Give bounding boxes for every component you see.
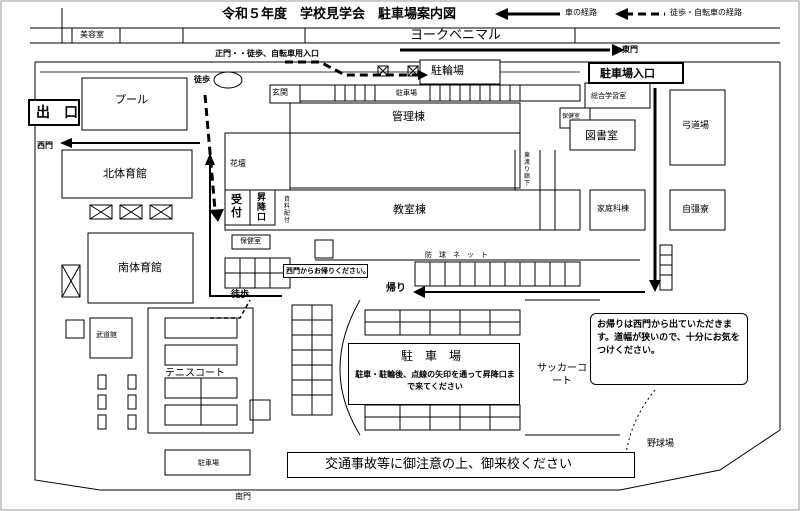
beauty-salon-label: 美容室	[80, 30, 104, 39]
health-room-label: 保健室	[562, 113, 581, 120]
pool-label: プール	[115, 93, 148, 106]
legend-arrows	[495, 8, 665, 20]
return-label: 帰り	[386, 283, 406, 294]
home-ec-label: 家庭科棟	[597, 204, 629, 213]
site-boundary	[34, 62, 781, 491]
budo-box	[89, 317, 133, 359]
pool-box	[81, 77, 188, 131]
small-parking-box	[164, 449, 251, 476]
walk-label-bottom: 徒歩	[231, 290, 250, 300]
budo-label: 武道館	[96, 331, 117, 339]
library-box	[569, 119, 636, 151]
return-note-box: お帰りは西門から出ていただきます。道幅が狭いので、十分にお気をつけください。	[590, 313, 748, 385]
net-label: 防 球 ネ ッ ト	[425, 251, 488, 259]
flower-bed-box	[224, 132, 291, 191]
exit-box: 出 口	[28, 99, 80, 126]
exit-label: 出 口	[36, 105, 78, 121]
parking-strip-stalls	[299, 84, 581, 102]
road-name: ヨークベニマル	[410, 28, 502, 43]
traffic-note-box: 交通事故等に御注意の上、御来校ください	[287, 452, 635, 478]
admin-label: 管理棟	[392, 110, 425, 123]
west-gate-label: 西門	[37, 141, 53, 150]
south-gym-label: 南体育館	[118, 261, 162, 274]
south-gym-box	[87, 232, 194, 304]
general-study-label: 総合学習室	[591, 92, 626, 100]
archery-box	[669, 89, 726, 166]
map-title: 令和５年度 学校見学会 駐車場案内図	[222, 7, 457, 22]
dorm-label: 自彊寮	[682, 205, 710, 215]
corridor-label: 東渡り廊下	[524, 152, 531, 187]
legend-car-route: 車の経路	[565, 8, 597, 17]
soccer-label: サッカーコート	[537, 363, 587, 387]
materials-label: 資料配付	[284, 196, 291, 224]
dorm-box	[669, 189, 726, 231]
walk-label-top: 徒歩	[194, 75, 210, 84]
guard-label: 保健室	[240, 237, 261, 245]
reception-label: 受付	[231, 193, 242, 219]
legend-walk-route: 徒歩・自転車の経路	[670, 8, 742, 17]
lift-label: 昇降口	[257, 193, 267, 223]
baseball-arc	[624, 389, 656, 461]
admin-box	[289, 102, 521, 134]
baseball-label: 野球場	[647, 439, 675, 449]
home-ec-box	[589, 189, 646, 231]
archery-label: 弓道場	[682, 121, 710, 131]
main-parking-label: 駐 車 場	[401, 349, 462, 363]
genkan-label: 玄関	[272, 88, 288, 97]
car-route	[60, 44, 661, 298]
bike-parking-label: 駐輪場	[431, 64, 464, 77]
parking-strip-label: 駐車場	[396, 89, 417, 97]
small-parking-label: 駐車場	[198, 459, 219, 467]
parking-entrance-box: 駐車場入口	[588, 62, 684, 84]
main-parking-box: 駐 車 場 駐車・駐輪後、点線の矢印を通って昇降口まで来てください	[348, 343, 520, 405]
north-gym-windows	[89, 204, 173, 220]
return-west-label: 西門からお帰りください。	[286, 267, 370, 275]
reception-box	[224, 189, 251, 226]
tennis-label: テニスコート	[165, 368, 225, 379]
classroom-label: 教室棟	[393, 203, 426, 216]
return-note: お帰りは西門から出ていただきます。道幅が狭いので、十分にお気をつけください。	[597, 320, 740, 356]
lift-box	[249, 189, 276, 226]
traffic-note: 交通事故等に御注意の上、御来校ください	[325, 457, 573, 472]
east-gate-label: 東門	[622, 45, 638, 54]
library-label: 図書室	[585, 129, 618, 142]
pond	[213, 71, 243, 89]
parking-note: 駐車・駐輪後、点線の矢印を通って昇降口まで来てください	[355, 370, 515, 391]
bike-parking: 駐輪場	[423, 62, 498, 82]
main-gate-label: 正門・・徒歩、自転車用入口	[215, 49, 319, 58]
flower-bed-label: 花壇	[230, 159, 246, 168]
classroom-box	[224, 189, 581, 231]
tennis-courts	[164, 317, 238, 426]
general-study-box	[584, 82, 651, 109]
south-gate-label: 南門	[235, 492, 251, 501]
walk-route	[203, 60, 428, 319]
return-west-box: 西門からお帰りください。	[283, 264, 370, 278]
north-gym-box	[61, 149, 193, 199]
north-gym-label: 北体育館	[103, 167, 147, 180]
parking-entrance-label: 駐車場入口	[600, 67, 655, 80]
